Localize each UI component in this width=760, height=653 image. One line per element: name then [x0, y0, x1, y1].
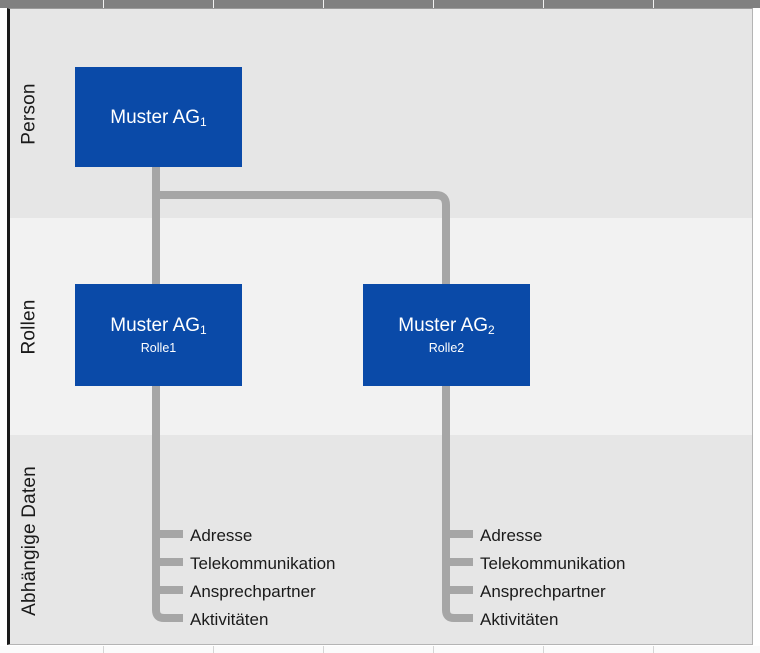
bottom-strip-tick	[213, 646, 214, 653]
leaf-label-right-adresse[interactable]: Adresse	[480, 526, 543, 545]
lane-label-rollen-text: Rollen	[19, 298, 41, 355]
leaf-label-left-aktivitaeten[interactable]: Aktivitäten	[190, 610, 269, 629]
top-strip-tick	[543, 0, 544, 8]
bottom-strip-tick	[103, 646, 104, 653]
lane-label-abhaengige-daten-text: Abhängige Daten	[19, 465, 40, 616]
bottom-strip-tick	[433, 646, 434, 653]
node-title-text: Muster AG	[110, 314, 201, 336]
lane-label-abhaengige-daten: Abhängige Daten	[10, 435, 50, 644]
bottom-strip	[0, 646, 760, 653]
node-title: Muster AG2	[398, 314, 495, 337]
top-strip-tick	[213, 0, 214, 8]
lane-label-person-text: Person	[19, 82, 40, 145]
top-strip-tick	[653, 0, 654, 8]
node-title-text: Muster AG	[398, 314, 489, 336]
top-strip-tick	[433, 0, 434, 8]
leaf-label-left-adresse[interactable]: Adresse	[190, 526, 253, 545]
node-subtitle: Rolle1	[140, 340, 177, 355]
leaf-label-left-ansprechpartner[interactable]: Ansprechpartner	[190, 582, 316, 601]
leaf-label-right-ansprechpartner[interactable]: Ansprechpartner	[480, 582, 606, 601]
node-person-muster-ag-1[interactable]: Muster AG1	[75, 67, 242, 167]
node-title-subscript: 2	[488, 322, 495, 337]
diagram-frame: Person Rollen Abhängige Daten	[7, 8, 753, 645]
top-strip-tick	[323, 0, 324, 8]
bottom-strip-tick	[323, 646, 324, 653]
leaf-label-right-telekommunikation[interactable]: Telekommunikation	[480, 554, 626, 573]
lane-label-rollen: Rollen	[10, 218, 50, 435]
lane-label-person: Person	[10, 9, 50, 218]
node-rolle-muster-ag-1[interactable]: Muster AG1 Rolle1	[75, 284, 242, 386]
node-title-text: Muster AG	[110, 106, 201, 128]
node-rolle-muster-ag-2[interactable]: Muster AG2 Rolle2	[363, 284, 530, 386]
bottom-strip-tick	[543, 646, 544, 653]
node-title-subscript: 1	[200, 322, 207, 337]
leaf-label-right-aktivitaeten[interactable]: Aktivitäten	[480, 610, 559, 629]
leaf-label-left-telekommunikation[interactable]: Telekommunikation	[190, 554, 336, 573]
bottom-strip-tick	[653, 646, 654, 653]
top-strip	[0, 0, 760, 8]
node-title: Muster AG1	[110, 106, 207, 129]
top-strip-tick	[103, 0, 104, 8]
node-title: Muster AG1	[110, 314, 207, 337]
node-title-subscript: 1	[200, 114, 207, 129]
lane-band-abhaengige-daten	[10, 435, 752, 644]
node-subtitle: Rolle2	[428, 340, 465, 355]
